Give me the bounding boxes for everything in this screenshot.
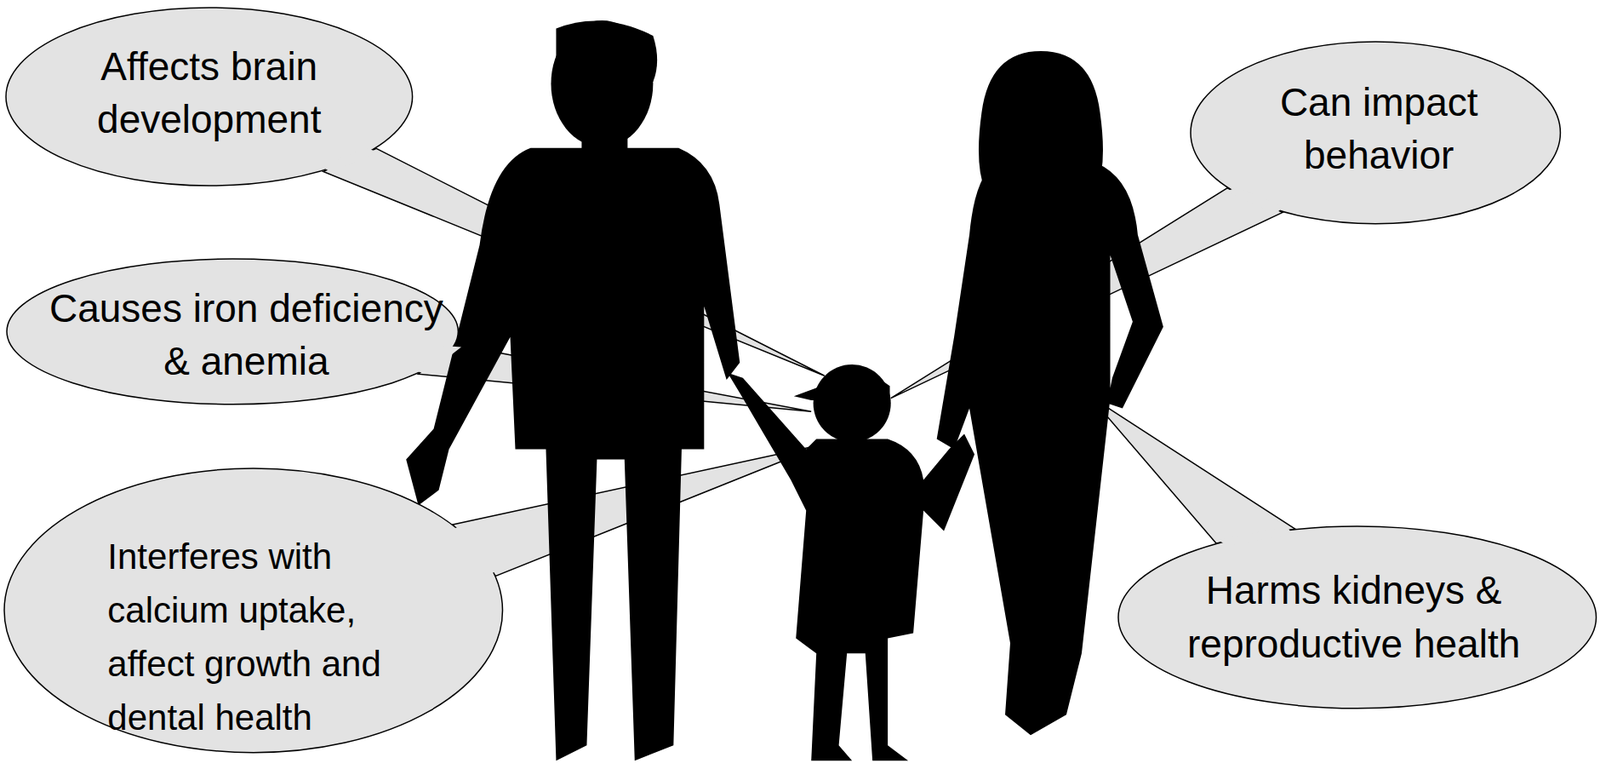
bubble-ellipse: [1118, 525, 1597, 709]
pointer-join: [446, 525, 502, 575]
speech-bubble: Can impact behavior: [1189, 40, 1561, 225]
bubble-text: Causes iron deficiency & anemia: [33, 281, 459, 389]
bubble-outline: [5, 6, 414, 187]
bubble-outline: [1117, 525, 1598, 709]
pointer-join: [411, 345, 462, 374]
bubble-text: Harms kidneys & reproductive health: [1171, 564, 1538, 671]
bubble-ellipse: [6, 258, 458, 405]
speech-bubble: Harms kidneys & reproductive health: [1117, 525, 1598, 709]
callout-pointer: [1090, 395, 1296, 543]
speech-bubble: Interferes with calcium uptake, affect g…: [3, 467, 504, 754]
bubble-text: Affects brain development: [73, 40, 346, 147]
pointer-join: [321, 148, 378, 173]
bubble-ellipse: [1190, 41, 1560, 224]
bubble-ellipse: [4, 468, 503, 753]
speech-bubble: Affects brain development: [5, 6, 414, 187]
pointer-join: [1225, 187, 1284, 214]
bubble-ellipse: [5, 7, 413, 186]
bubble-outline: [1189, 40, 1561, 225]
pointer-join: [1217, 526, 1292, 546]
bubble-text: Interferes with calcium uptake, affect g…: [107, 529, 448, 744]
child-silhouette: [727, 364, 975, 760]
bubble-text: Can impact behavior: [1255, 75, 1503, 183]
speech-bubble: Causes iron deficiency & anemia: [5, 257, 459, 406]
